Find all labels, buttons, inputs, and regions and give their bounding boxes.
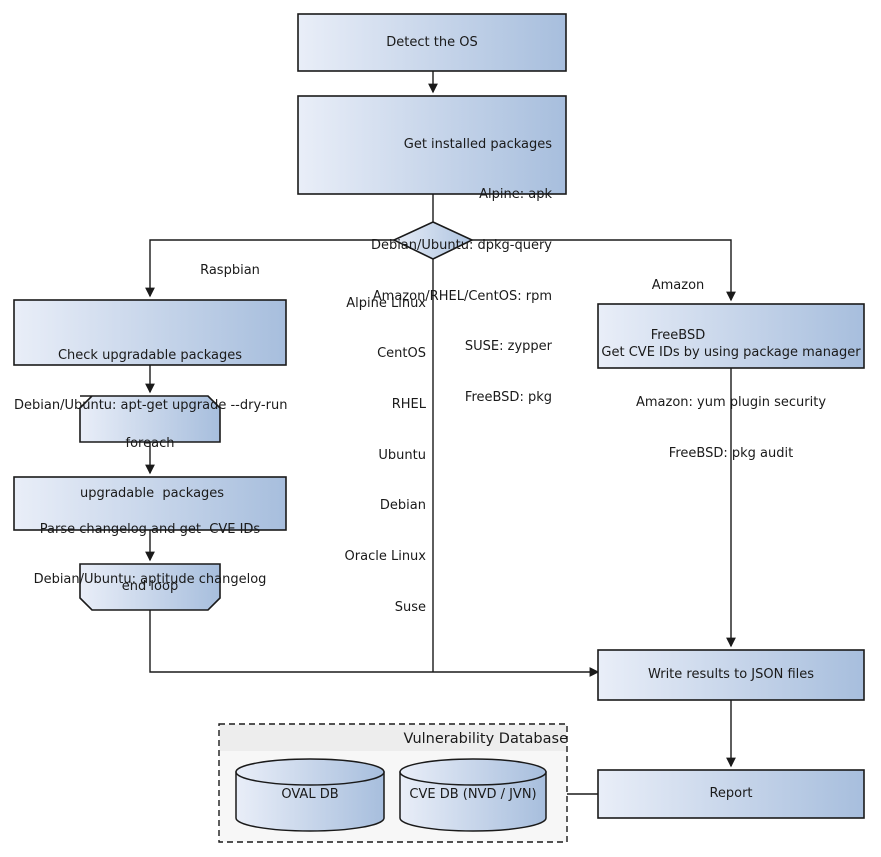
edge-decision-to-cve [472, 239, 736, 302]
node-check-upgradable-shape[interactable] [13, 299, 287, 366]
node-cve-db-shape[interactable] [399, 758, 547, 832]
node-parse-changelog-shape[interactable] [13, 476, 287, 531]
node-decision-shape[interactable] [392, 221, 474, 260]
node-detect-os-shape[interactable] [297, 13, 567, 72]
node-write-results-shape[interactable] [597, 649, 865, 701]
node-end-loop-shape[interactable] [79, 563, 221, 611]
node-report-shape[interactable] [597, 769, 865, 819]
node-get-installed-packages-shape[interactable] [297, 95, 567, 195]
node-oval-db-shape[interactable] [235, 758, 385, 832]
node-foreach-shape[interactable] [79, 395, 221, 443]
node-get-cve-ids-shape[interactable] [597, 303, 865, 369]
edge-endloop-to-write [149, 610, 600, 677]
edge-decision-to-check [145, 239, 394, 298]
